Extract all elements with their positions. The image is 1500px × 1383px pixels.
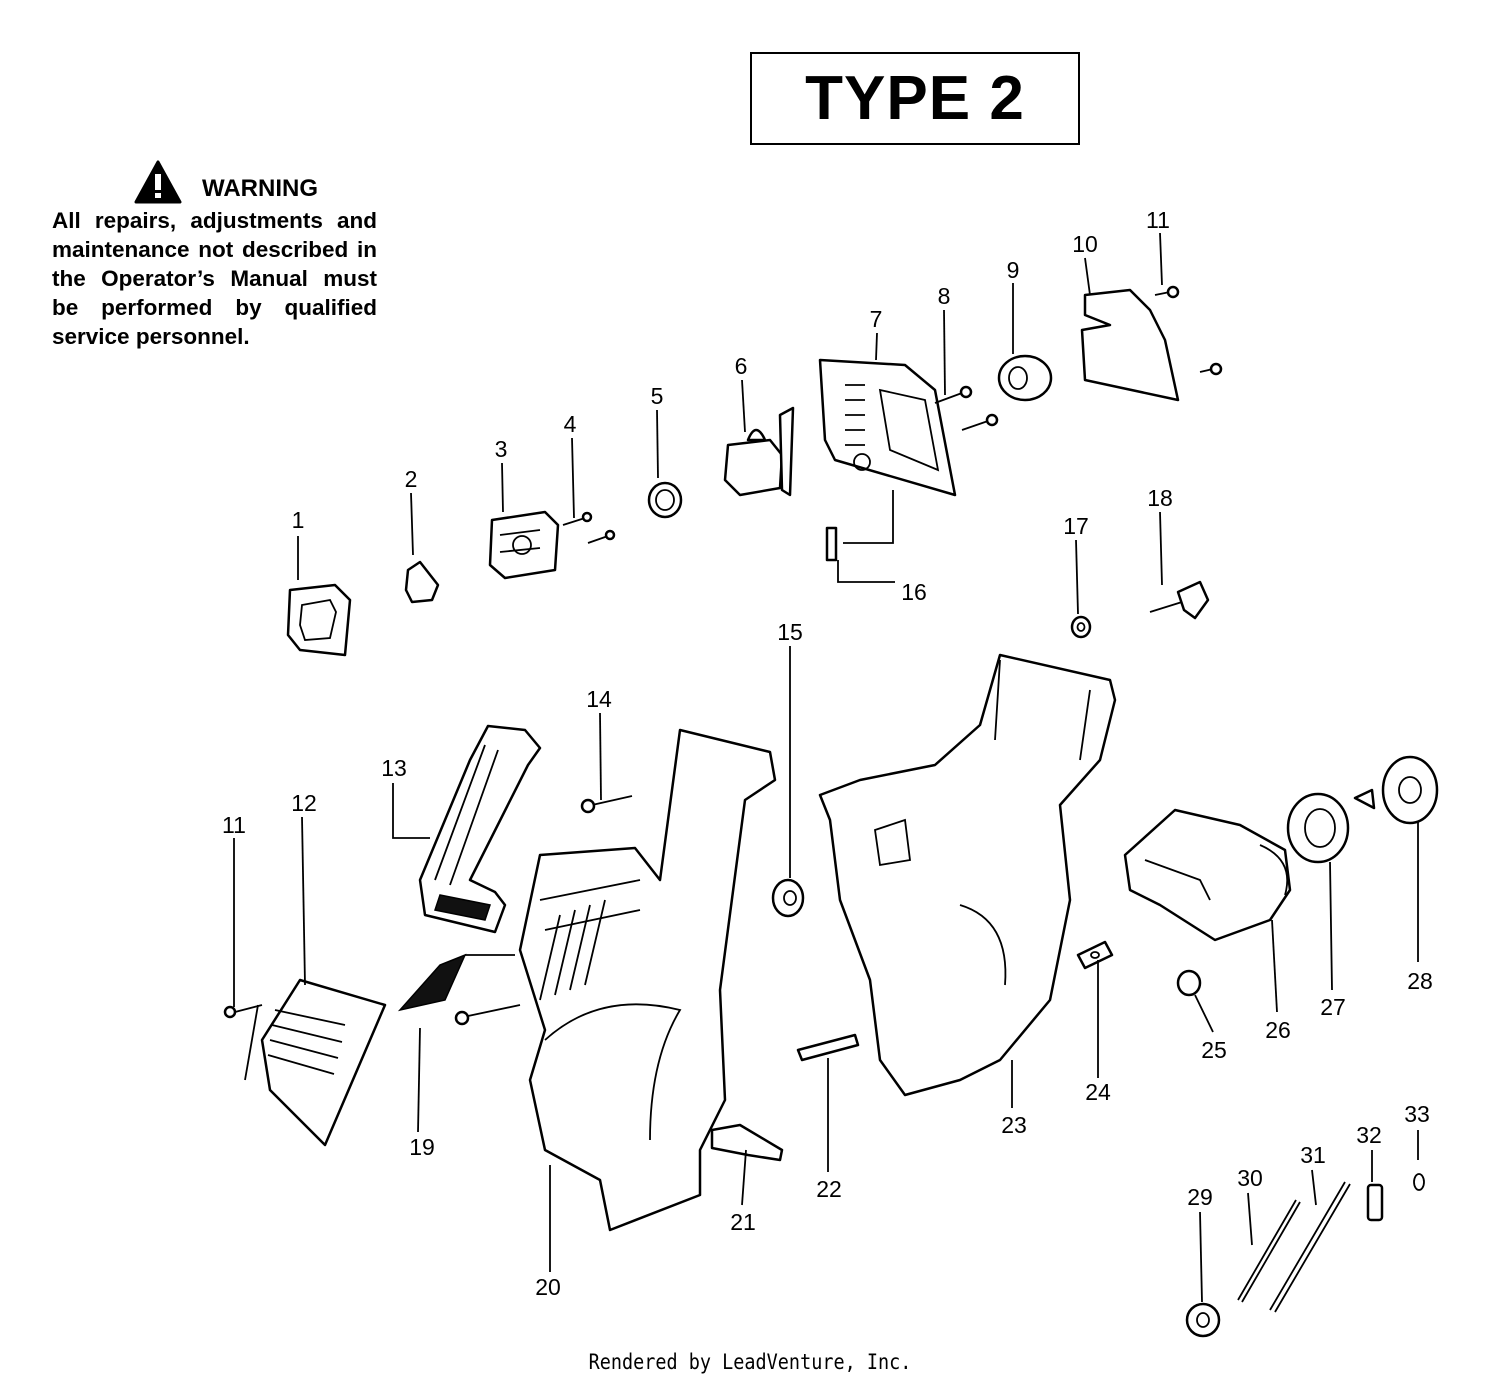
part-4-screws[interactable] (562, 511, 616, 544)
part-20-housing[interactable] (518, 728, 777, 1232)
part-18-knob[interactable] (1149, 580, 1210, 620)
callout-1: 1 (292, 507, 305, 533)
callout-7: 7 (870, 306, 883, 332)
callout-4: 4 (564, 411, 577, 437)
part-17-nut[interactable] (1070, 615, 1092, 639)
warning-text: All repairs, adjustments and maintenance… (52, 208, 377, 349)
callout-23: 23 (1001, 1112, 1027, 1138)
part-26-nozzle[interactable] (1123, 808, 1292, 942)
part-29-grommet[interactable] (1185, 1302, 1221, 1338)
callout-28: 28 (1407, 968, 1433, 994)
part-27-seal[interactable] (1286, 792, 1350, 864)
part-11-screws-top[interactable] (1154, 285, 1223, 376)
part-1-gasket[interactable] (286, 583, 352, 657)
callout-2: 2 (405, 466, 418, 492)
part-21-clip[interactable] (710, 1123, 784, 1162)
callout-30: 30 (1237, 1165, 1263, 1191)
callout-25: 25 (1201, 1037, 1227, 1063)
callout-20: 20 (535, 1274, 561, 1300)
callout-labels: 1 2 3 4 5 6 7 8 9 10 11 11 12 13 14 15 1… (222, 207, 1433, 1300)
callout-8: 8 (938, 283, 951, 309)
part-22-rod[interactable] (796, 1033, 860, 1062)
type-title-box: TYPE 2 (750, 52, 1080, 145)
callout-9: 9 (1007, 257, 1020, 283)
callout-12: 12 (291, 790, 317, 816)
warning-notice: WARNING All repairs, adjustments and mai… (52, 160, 377, 351)
callout-18: 18 (1147, 485, 1173, 511)
callout-3: 3 (495, 436, 508, 462)
part-3-block[interactable] (488, 510, 560, 580)
part-9-washer[interactable] (997, 354, 1053, 402)
part-7-cover[interactable] (818, 358, 957, 497)
part-28-impeller[interactable] (1353, 755, 1439, 825)
callout-26: 26 (1265, 1017, 1291, 1043)
callout-13: 13 (381, 755, 407, 781)
part-14-screw[interactable] (580, 795, 633, 814)
callout-5: 5 (651, 383, 664, 409)
part-24-bushing[interactable] (1076, 940, 1114, 970)
callout-16: 16 (901, 579, 927, 605)
part-12-shroud[interactable] (260, 978, 387, 1147)
part-2-spacer[interactable] (404, 560, 440, 604)
part-15-gear[interactable] (771, 878, 805, 918)
warning-header: WARNING (134, 160, 377, 204)
callout-24: 24 (1085, 1079, 1111, 1105)
part-33-washer[interactable] (1413, 1173, 1425, 1191)
footer-credit: Rendered by LeadVenture, Inc. (588, 1350, 912, 1374)
type-title: TYPE 2 (805, 64, 1025, 133)
callout-17: 17 (1063, 513, 1089, 539)
part-30-fuel-line[interactable] (1237, 1199, 1301, 1303)
callout-31: 31 (1300, 1142, 1326, 1168)
part-19-filter[interactable] (397, 953, 467, 1012)
callout-27: 27 (1320, 994, 1346, 1020)
part-32-fuel-filter[interactable] (1366, 1183, 1384, 1222)
part-31-fuel-line[interactable] (1269, 1181, 1351, 1313)
part-10-plate[interactable] (1080, 288, 1180, 402)
callout-14: 14 (586, 686, 612, 712)
callout-22: 22 (816, 1176, 842, 1202)
callout-10: 10 (1072, 231, 1098, 257)
callout-21: 21 (730, 1209, 756, 1235)
callout-19: 19 (409, 1134, 435, 1160)
part-13-handle[interactable] (418, 724, 542, 934)
warning-heading: WARNING (202, 175, 318, 202)
part-8-screws[interactable] (934, 385, 999, 431)
part-25-plug[interactable] (1176, 969, 1202, 997)
callout-11-left: 11 (222, 812, 246, 838)
part-23-housing[interactable] (818, 653, 1117, 1097)
callout-29: 29 (1187, 1184, 1213, 1210)
leader-lines (233, 232, 1419, 1303)
warning-triangle-icon (134, 160, 182, 204)
part-6-carburetor[interactable] (723, 406, 795, 497)
part-20-screw[interactable] (454, 1004, 521, 1026)
callout-32: 32 (1356, 1122, 1382, 1148)
callout-33: 33 (1404, 1101, 1430, 1127)
callout-11-top: 11 (1146, 207, 1170, 233)
part-16-pin[interactable] (825, 526, 838, 562)
callout-15: 15 (777, 619, 803, 645)
part-5-ring[interactable] (647, 481, 683, 519)
callout-6: 6 (735, 353, 748, 379)
